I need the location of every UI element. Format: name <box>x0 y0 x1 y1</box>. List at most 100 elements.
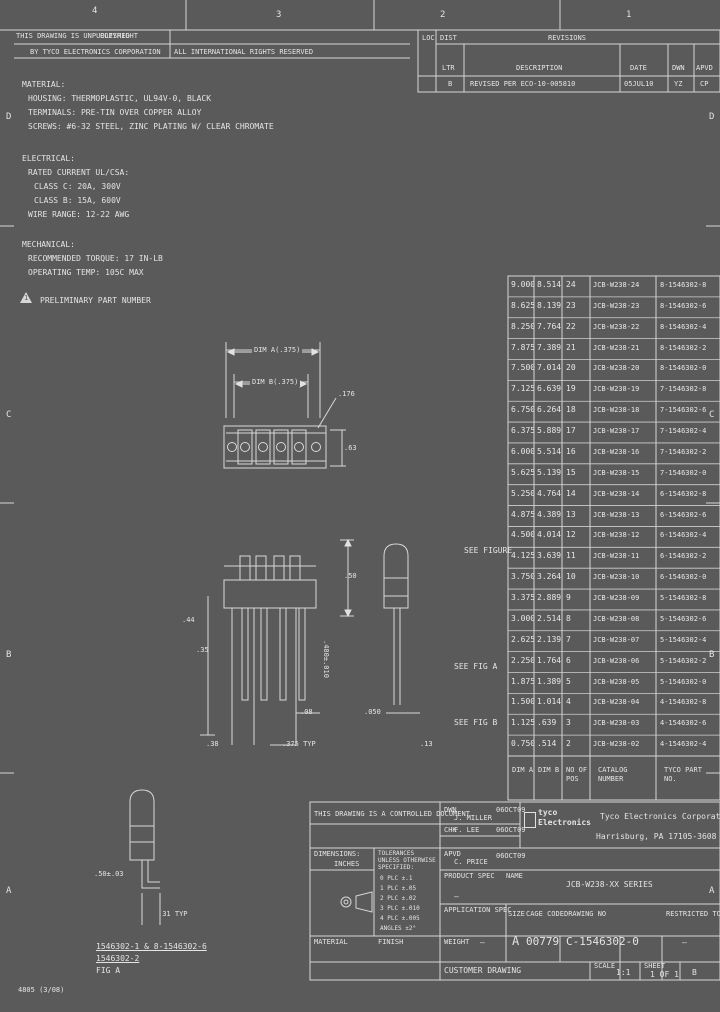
electrical-line-1: RATED CURRENT UL/CSA: <box>28 168 130 177</box>
tyco-logo-icon <box>524 812 536 828</box>
table-cell-part-no: 5-1546302-6 <box>660 614 707 623</box>
table-cell-dim-a: 4.875 <box>511 509 536 519</box>
table-cell-dim-b: 6.639 <box>537 384 562 394</box>
appvd-name: C. PRICE <box>454 858 488 866</box>
table-cell-part-no: 8-1546302-8 <box>660 281 707 289</box>
app-spec-value: — <box>454 892 459 901</box>
preliminary-text: PRELIMINARY PART NUMBER <box>40 296 151 305</box>
drawing-no-value: C-1546302-0 <box>566 935 639 948</box>
table-cell-dim-b: 5.514 <box>537 446 562 456</box>
table-footer-pos: NO OF POS <box>566 766 588 783</box>
restricted-value: — <box>682 938 687 947</box>
dwn-name: J. MILLER <box>454 814 492 822</box>
dwn-label: DWN <box>444 806 457 814</box>
dim-38-label: .38 <box>206 740 219 748</box>
rev-value: B <box>692 968 697 977</box>
table-cell-catalog: JCB-W238-17 <box>593 427 640 436</box>
table-cell-dim-a: 3.375 <box>511 593 536 603</box>
table-cell-dim-a: 8.250 <box>511 321 536 331</box>
height-top-label: .63 <box>344 444 357 452</box>
table-cell-dim-b: 2.514 <box>537 613 562 623</box>
table-cell-catalog: JCB-W238-24 <box>593 281 640 289</box>
restricted-label: RESTRICTED TO <box>666 910 720 918</box>
tol-2: 2 PLC ±.02 <box>380 895 417 902</box>
rev-row-dwn: YZ <box>674 80 683 88</box>
table-cell-positions: 6 <box>566 655 571 665</box>
cage-code-value: 00779 <box>526 935 560 948</box>
table-cell-catalog: JCB-W238-18 <box>593 406 640 415</box>
table-cell-dim-a: 6.375 <box>511 426 536 436</box>
table-cell-dim-b: 8.514 <box>537 280 562 289</box>
appvd-date: 06OCT09 <box>496 852 526 860</box>
rev-row-ltr: B <box>448 80 453 88</box>
dim-375-label: .375 TYP <box>282 740 316 748</box>
zone-col-4: 4 <box>92 6 98 16</box>
table-cell-positions: 14 <box>566 488 576 498</box>
zone-row-c-left: C <box>6 410 12 420</box>
dim-35-label: .35 <box>196 646 209 654</box>
table-cell-catalog: JCB-W238-15 <box>593 468 640 477</box>
material-line-3: SCREWS: #6-32 STEEL, ZINC PLATING W/ CLE… <box>28 122 274 131</box>
table-cell-positions: 7 <box>566 634 571 644</box>
table-cell-dim-a: 4.125 <box>511 551 536 561</box>
table-cell-dim-a: 2.625 <box>511 634 536 644</box>
table-cell-catalog: JCB-W238-12 <box>593 531 640 540</box>
table-cell-positions: 22 <box>566 321 576 331</box>
form-id: 4805 (3/08) <box>18 986 65 994</box>
copyright-line2: COPYRIGHT <box>100 32 138 40</box>
rev-col-date: DATE <box>630 64 647 72</box>
table-cell-catalog: JCB-W238-10 <box>593 573 640 582</box>
table-cell-dim-b: 7.764 <box>537 321 562 331</box>
zone-col-2: 2 <box>440 10 446 20</box>
inches-label: INCHES <box>334 860 360 868</box>
table-cell-positions: 10 <box>566 572 576 582</box>
table-cell-dim-a: 7.500 <box>511 363 536 373</box>
table-cell-positions: 11 <box>566 551 576 561</box>
table-cell-catalog: JCB-W238-21 <box>593 343 640 352</box>
table-cell-dim-a: 7.125 <box>511 384 536 394</box>
rev-col-apvd: APVD <box>696 64 713 72</box>
product-spec-label: PRODUCT SPEC <box>444 872 495 880</box>
table-cell-dim-a: 5.625 <box>511 467 536 477</box>
table-cell-dim-b: 4.014 <box>537 530 562 540</box>
table-cell-catalog: JCB-W238-16 <box>593 447 640 456</box>
table-cell-part-no: 5-1546302-8 <box>660 594 707 603</box>
table-cell-part-no: 6-1546302-8 <box>660 489 707 498</box>
table-cell-part-no: 4-1546302-8 <box>660 698 707 707</box>
zone-row-b-left: B <box>6 650 12 660</box>
table-cell-part-no: 4-1546302-6 <box>660 719 707 728</box>
chk-label: CHK <box>444 826 457 834</box>
table-cell-positions: 9 <box>566 593 571 603</box>
table-cell-dim-b: 4.764 <box>537 488 562 498</box>
chk-date: 06OCT09 <box>496 826 526 834</box>
table-cell-dim-a: 4.500 <box>511 530 536 540</box>
rights-reserved: ALL INTERNATIONAL RIGHTS RESERVED <box>174 48 314 56</box>
company-address: Harrisburg, PA 17105-3608 <box>596 832 717 841</box>
preliminary-delta-icon <box>20 292 32 303</box>
table-cell-dim-b: 4.389 <box>537 509 562 519</box>
table-cell-catalog: JCB-W238-06 <box>593 656 640 665</box>
application-spec-label: APPLICATION SPEC <box>444 906 512 914</box>
dim-050-label: .050 <box>364 708 381 716</box>
table-cell-dim-a: 0.750 <box>511 739 536 749</box>
table-cell-dim-b: 1.389 <box>537 676 562 686</box>
dim-jc-label: .50±.03 <box>94 870 124 878</box>
figure-caption-2: 1546302-2 <box>96 954 140 963</box>
table-cell-positions: 13 <box>566 509 576 519</box>
table-cell-dim-b: .514 <box>537 739 557 749</box>
table-cell-catalog: JCB-W238-07 <box>593 635 640 644</box>
table-cell-catalog: JCB-W238-22 <box>593 322 640 331</box>
